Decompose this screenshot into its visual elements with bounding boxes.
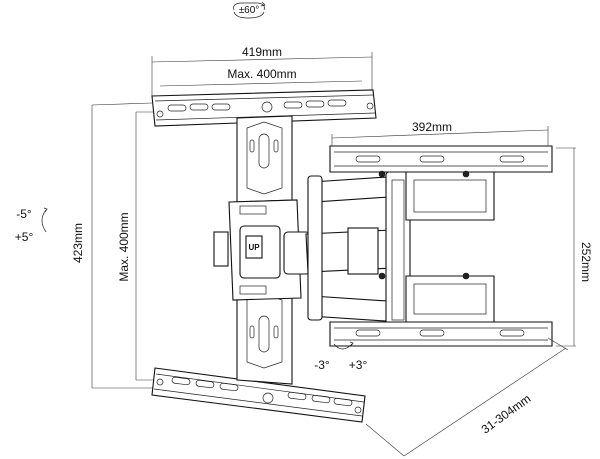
tilt-minus-label: -5° [16,207,32,221]
height-dimension [91,102,160,389]
wall-plate [329,145,553,347]
swivel-label: ±60° [238,5,260,16]
top-width-dimension [151,52,373,96]
tilt-plus-label: +5° [14,230,34,244]
extension-dimension [365,337,569,457]
up-mark-label: UP [248,243,260,252]
level-minus-label: -3° [314,358,330,372]
level-plus-label: +3° [348,358,368,372]
articulating-arms [283,171,411,329]
wall-height-dimension [556,147,576,347]
level-indicator [333,341,354,350]
wall-height-label: 252mm [579,241,593,283]
tilt-indicator [41,207,48,233]
wall-width-label: 392mm [411,120,453,134]
wall-width-dimension [331,126,549,146]
swivel-indicator [233,1,266,19]
top-width-label: 419mm [241,45,283,59]
height-label: 423mm [71,222,85,264]
top-max-label: Max. 400mm [227,67,297,81]
bottom-rail [151,367,366,423]
top-rail [151,89,377,127]
height-max-label: Max. 400mm [117,212,131,282]
center-plate [213,199,302,301]
top-max-dimension [159,80,363,87]
